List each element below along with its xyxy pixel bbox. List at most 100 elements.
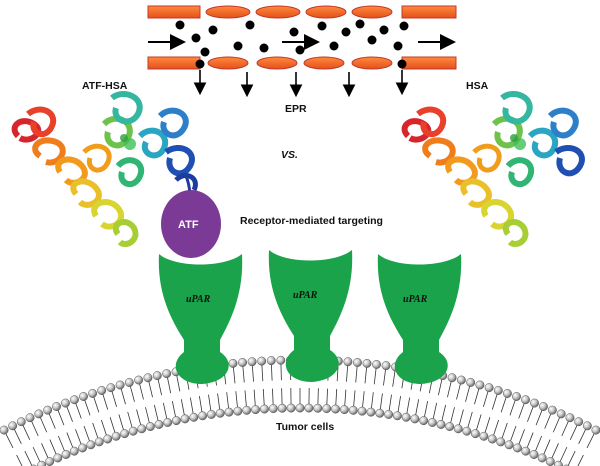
lipid-head — [556, 409, 566, 419]
lipid-tail — [24, 450, 33, 466]
endothelial-cell — [351, 56, 393, 70]
lipid-head — [582, 421, 592, 431]
epr-label: EPR — [285, 103, 307, 115]
lipid-head — [162, 369, 172, 379]
endothelial-cell — [205, 5, 251, 19]
lipid-head — [86, 440, 96, 450]
lipid-head — [348, 405, 358, 415]
atf-label: ATF — [178, 219, 199, 231]
lipid-head — [353, 358, 362, 367]
lipid-head — [79, 392, 88, 401]
lipid-tail — [567, 450, 576, 466]
lipid-head — [547, 405, 557, 415]
lipid-head — [553, 460, 563, 466]
lipid-head — [152, 371, 162, 381]
nanoparticle — [208, 25, 218, 35]
lipid-head — [120, 429, 130, 439]
nanoparticle — [317, 21, 327, 31]
protein-ribbon-icon — [401, 91, 585, 248]
lipid-head — [145, 422, 155, 432]
protein-ribbon-icon — [11, 91, 198, 248]
lipid-head — [128, 426, 138, 436]
lipid-head — [537, 453, 547, 463]
lipid-head — [331, 404, 341, 414]
lipid-head — [462, 426, 472, 436]
lipid-head — [475, 380, 485, 390]
lipid-head — [8, 421, 18, 431]
nanoparticle — [341, 27, 351, 37]
lipid-head — [384, 410, 394, 419]
lipid-head — [180, 414, 190, 424]
lipid-head — [375, 408, 385, 418]
lipid-head — [266, 356, 276, 366]
vessel-wall-segment — [401, 56, 457, 70]
nanoparticle — [379, 25, 389, 35]
blood-vessel — [147, 5, 457, 98]
nanoparticle — [367, 35, 377, 45]
nanoparticle — [393, 41, 403, 51]
lipid-head — [97, 386, 107, 395]
nanoparticle — [200, 47, 210, 57]
lipid-head — [372, 360, 382, 369]
lipid-head — [198, 411, 208, 421]
nanoparticle — [399, 21, 409, 31]
lipid-head — [419, 416, 429, 426]
lipid-head — [410, 414, 420, 424]
lipid-head — [513, 443, 522, 453]
nanoparticle — [329, 41, 339, 51]
lipid-head — [143, 373, 153, 383]
lipid-head — [530, 398, 539, 408]
vs-label: VS. — [281, 149, 298, 161]
atf-domain — [161, 190, 221, 258]
upar-receptor — [377, 254, 462, 384]
vessel-wall-segment — [147, 5, 201, 19]
lipid-head — [189, 412, 199, 422]
lipid-head — [277, 403, 287, 413]
lipid-head — [484, 383, 494, 393]
lipid-head — [392, 411, 402, 421]
lipid-head — [0, 425, 9, 435]
upar-label: uPAR — [403, 294, 428, 305]
lipid-head — [445, 422, 455, 432]
lipid-head — [238, 358, 247, 367]
lipid-head — [224, 407, 234, 417]
lipid-head — [539, 402, 548, 411]
nanoparticle — [195, 59, 205, 69]
tumor-cell-membrane — [0, 355, 600, 466]
lipid-head — [479, 431, 489, 441]
lipid-head — [257, 356, 267, 366]
lipid-head — [52, 402, 61, 411]
lipid-head — [124, 377, 134, 387]
lipid-head — [115, 380, 125, 390]
lipid-head — [521, 446, 531, 456]
lipid-head — [470, 429, 480, 439]
lipid-head — [268, 404, 278, 414]
lipid-head — [137, 424, 147, 434]
lipid-head — [111, 431, 121, 441]
vessel-wall-segment — [401, 5, 457, 19]
lipid-head — [362, 358, 372, 368]
endothelial-cell — [303, 56, 345, 70]
lipid-head — [34, 409, 44, 419]
extravasation-arrows — [193, 70, 409, 98]
lipid-head — [453, 424, 463, 434]
lipid-head — [357, 406, 367, 416]
lipid-head — [401, 412, 411, 422]
nanoparticle — [245, 20, 255, 30]
lipid-head — [295, 403, 305, 413]
nanoparticle — [259, 43, 269, 53]
lipid-head — [304, 403, 314, 413]
lipid-head — [78, 443, 87, 453]
lipid-head — [565, 413, 575, 423]
lipid-head — [25, 413, 35, 423]
nanoparticle — [191, 33, 201, 43]
lipid-head — [496, 437, 506, 447]
lipid-head — [94, 437, 104, 447]
upar-receptor — [268, 250, 353, 382]
lipid-head — [339, 405, 349, 415]
lipid-head — [366, 407, 376, 417]
lipid-head — [233, 406, 243, 416]
lipid-head — [502, 388, 512, 398]
nanoparticle — [295, 45, 305, 55]
